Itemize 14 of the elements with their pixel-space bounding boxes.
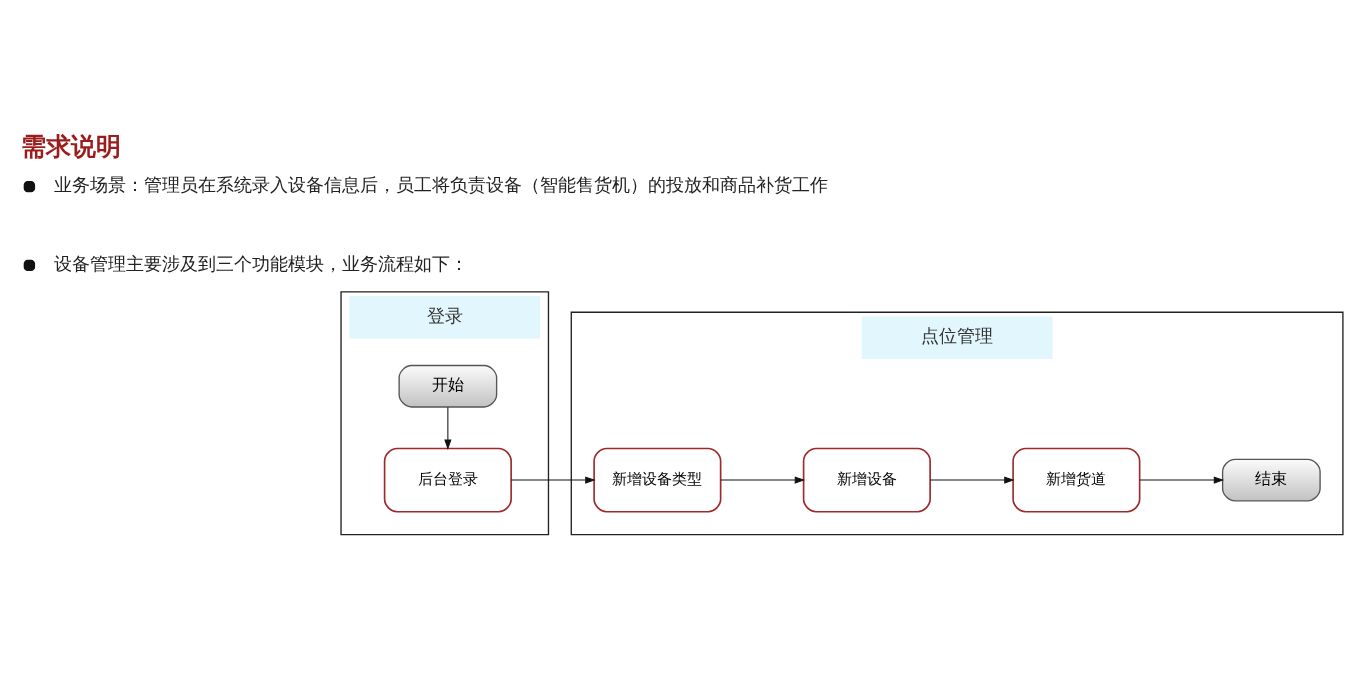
node-box: 新增货道 xyxy=(1012,447,1141,513)
diagram-title: 需求说明 xyxy=(21,131,122,161)
node-box: 新增设备类型 xyxy=(593,447,722,513)
arrow xyxy=(510,475,596,484)
arrow xyxy=(720,475,806,484)
label: 业务场景：管理员在系统录入设备信息后，员工将负责设备（智能售货机）的投放和商品补货工作 xyxy=(53,174,828,195)
node-box: 后台登录 xyxy=(383,447,512,513)
node-box: 开始 xyxy=(398,364,498,408)
arrow xyxy=(444,406,452,450)
arrow xyxy=(1139,475,1225,484)
node-box: 新增设备 xyxy=(802,447,931,513)
label: 设备管理主要涉及到三个功能模块，业务流程如下： xyxy=(53,253,468,274)
node-box: 结束 xyxy=(1221,458,1321,502)
arrow xyxy=(929,475,1015,484)
